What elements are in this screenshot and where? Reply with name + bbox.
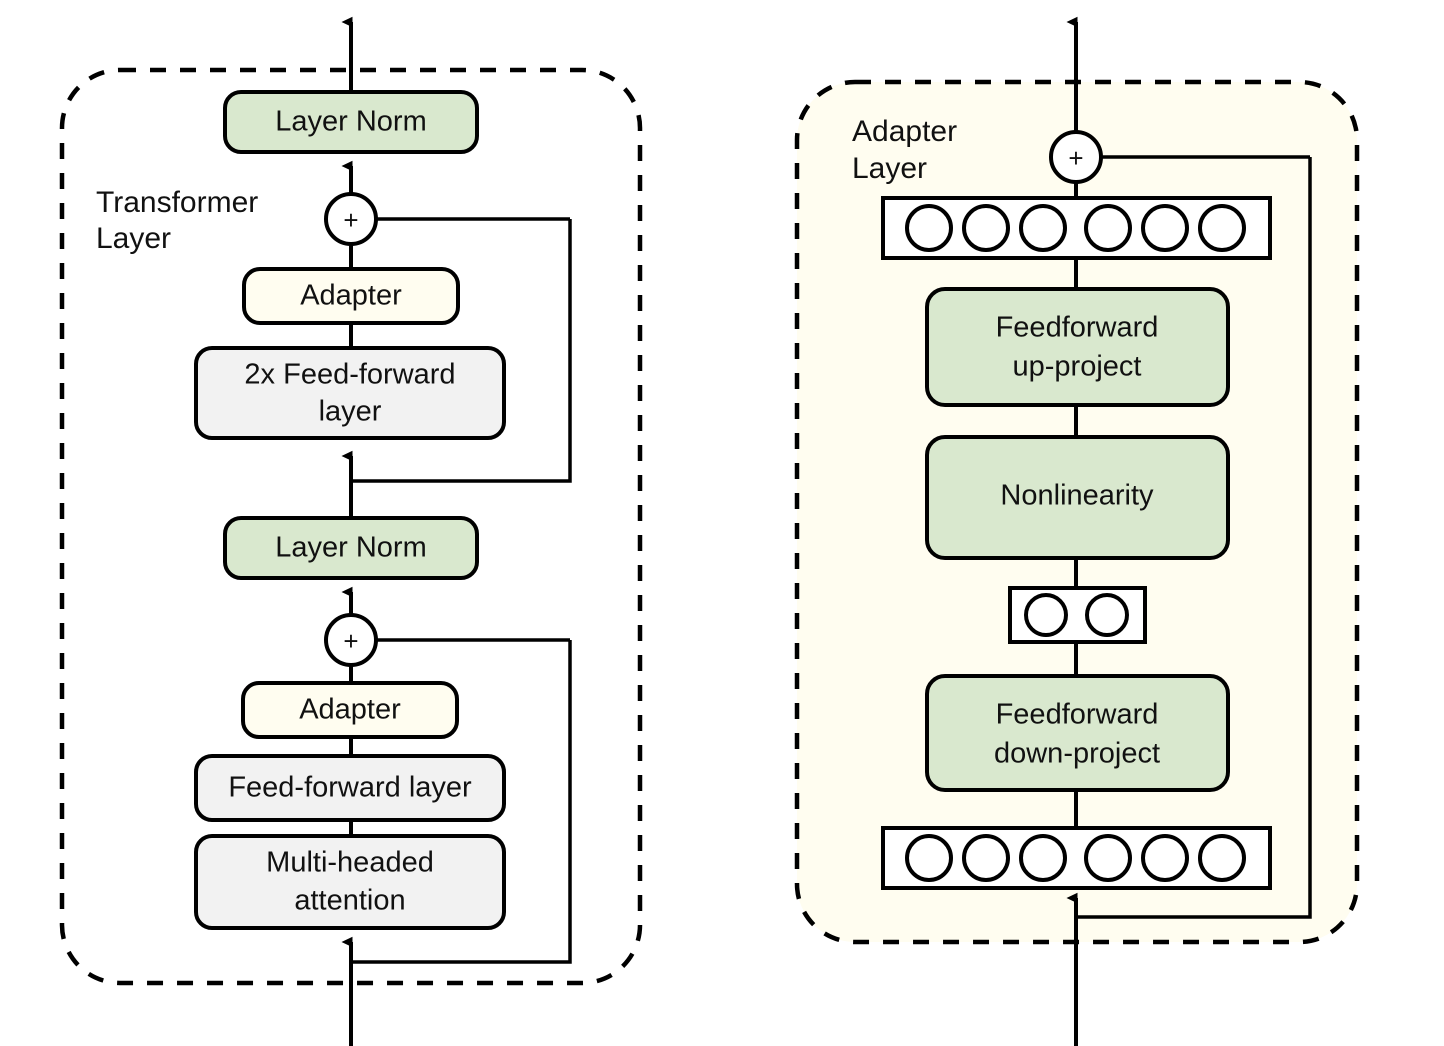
neuron-input-6	[1198, 834, 1246, 882]
add-operator-adapter-symbol: +	[1068, 143, 1083, 173]
neuron-bottleneck-1	[1024, 593, 1068, 637]
neuron-input-1	[905, 834, 953, 882]
edge-adapter-residual-skip	[1076, 157, 1312, 919]
node-layer-norm-top-label: Layer Norm	[275, 106, 427, 138]
node-feedforward-down-project	[925, 674, 1230, 792]
node-2x-feed-forward-layer-label-line1: 2x Feed-forward	[244, 359, 455, 391]
neuron-output-5	[1141, 204, 1189, 252]
node-feedforward-up-project-label-line1: Feedforward	[996, 312, 1159, 344]
node-feedforward-up-project-label-line2: up-project	[1013, 351, 1142, 383]
neuron-input-2	[962, 834, 1010, 882]
add-operator-top-symbol: +	[343, 205, 358, 235]
node-feed-forward-layer-label: Feed-forward layer	[228, 772, 472, 804]
adapter-layer-group-label-line2: Layer	[852, 152, 927, 185]
node-adapter-top-label: Adapter	[300, 280, 402, 312]
neuron-output-2	[962, 204, 1010, 252]
left-panel-transformer-layer: Multi-headed attention Feed-forward laye…	[59, 16, 643, 1046]
node-adapter-bottom-label: Adapter	[299, 694, 401, 726]
node-multi-headed-attention-label-line2: attention	[294, 885, 405, 917]
transformer-layer-group-label-line1: Transformer	[96, 186, 258, 219]
neuron-output-3	[1019, 204, 1067, 252]
node-layer-norm-bottom-label: Layer Norm	[275, 532, 427, 564]
add-operator-bottom-symbol: +	[343, 626, 358, 656]
neuron-bottleneck-2	[1085, 593, 1129, 637]
neuron-output-4	[1084, 204, 1132, 252]
node-nonlinearity-label: Nonlinearity	[1000, 480, 1154, 512]
node-feedforward-up-project	[925, 287, 1230, 407]
node-feedforward-down-project-label-line1: Feedforward	[996, 699, 1159, 731]
neuron-output-1	[905, 204, 953, 252]
edge-top-residual-skip	[351, 219, 572, 483]
node-feedforward-down-project-label-line2: down-project	[994, 738, 1160, 770]
neuron-input-5	[1141, 834, 1189, 882]
node-2x-feed-forward-layer-label-line2: layer	[319, 396, 382, 428]
right-panel-adapter-layer: Feedforward down-project Nonlinearity Fe…	[794, 16, 1360, 1046]
transformer-layer-group-label-line2: Layer	[96, 222, 171, 255]
node-multi-headed-attention-label-line1: Multi-headed	[266, 847, 434, 879]
adapter-layer-group-label-line1: Adapter	[852, 115, 957, 148]
neuron-input-3	[1019, 834, 1067, 882]
neuron-output-6	[1198, 204, 1246, 252]
edge-bottom-residual-skip	[351, 640, 572, 964]
neuron-input-4	[1084, 834, 1132, 882]
